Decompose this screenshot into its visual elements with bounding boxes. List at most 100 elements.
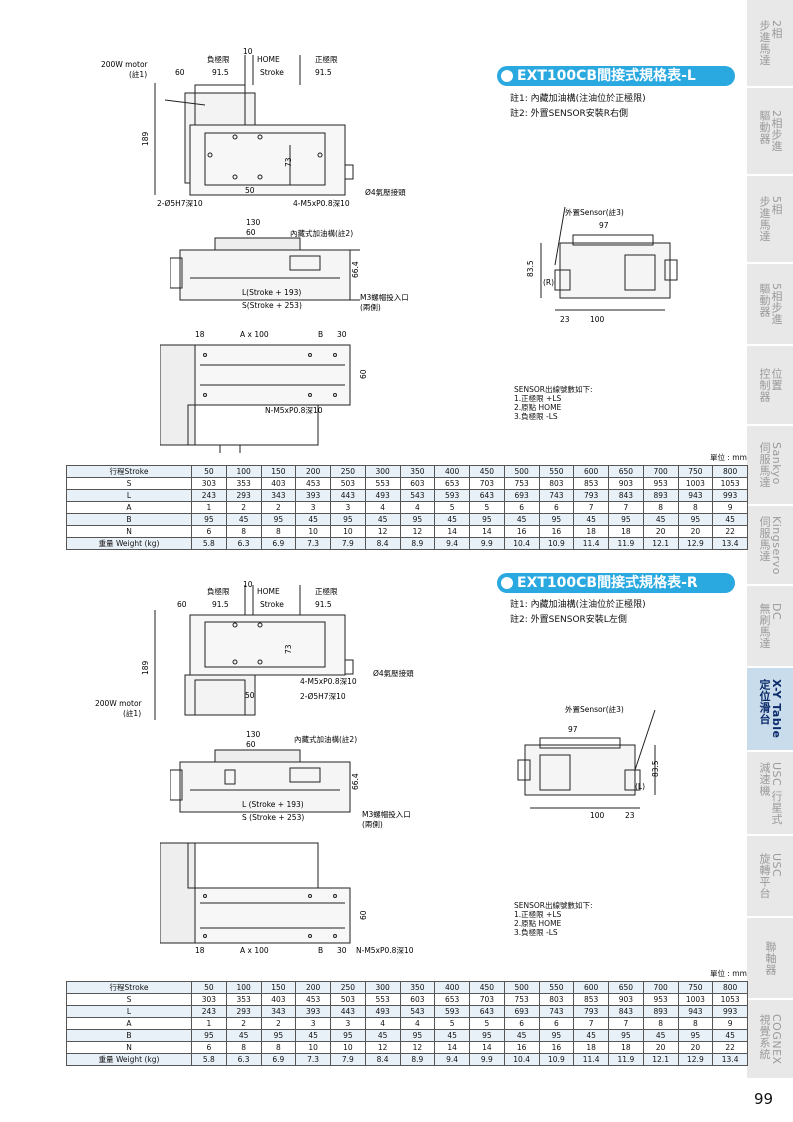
lbl-r: (L) [635, 782, 645, 791]
table-cell: 943 [677, 1005, 714, 1018]
lbl-r: (R) [543, 278, 554, 287]
row-label: S [66, 477, 192, 490]
bottom-view-drawing-r: 18 A x 100 B 30 60 N-M5xP0.8深10 [160, 842, 414, 955]
table-cell: 8 [642, 1017, 679, 1030]
lbl-130: 130 [246, 218, 261, 227]
table-cell: 45 [712, 513, 748, 526]
section-title-l: EXT100CB間接式規格表-L [497, 66, 735, 86]
table-cell: 9 [712, 1017, 748, 1030]
table-cell: 3 [295, 501, 331, 514]
table-cell: 95 [469, 1029, 505, 1042]
side-tab-item[interactable]: Sankyo 伺服馬達 [747, 426, 793, 506]
lbl-neg-limit: 負極限 [207, 54, 230, 64]
table-cell: 12 [399, 525, 436, 538]
row-label: S [66, 993, 192, 1006]
table-cell: 12.9 [677, 537, 714, 550]
table-cell: 993 [712, 489, 748, 502]
lbl-motor-note: (註1) [129, 69, 147, 79]
table-cell: 553 [364, 477, 401, 490]
lbl-b: B [318, 946, 323, 955]
side-tab-item[interactable]: 位置 控制器 [747, 346, 793, 426]
signal-title: SENSOR出線號數如下: [514, 901, 593, 910]
table-cell: 993 [712, 1005, 748, 1018]
table-cell: 45 [225, 513, 262, 526]
lbl-30: 30 [337, 946, 347, 955]
table-cell: 243 [191, 489, 227, 502]
side-tab-item[interactable]: USC 旋轉平台 [747, 836, 793, 918]
table-cell: 95 [677, 1029, 714, 1042]
table-cell: 95 [399, 1029, 436, 1042]
table-cell: 5.8 [191, 537, 227, 550]
lbl-pos-limit: 正極限 [315, 586, 338, 596]
lbl-18: 18 [195, 330, 205, 339]
lbl-130: 130 [246, 730, 261, 739]
table-cell: 743 [538, 1005, 575, 1018]
side-tab-item[interactable]: 5相 步進馬達 [747, 176, 793, 264]
top-view-drawing-l: 負極限 10 HOME 正極限 60 91.5 Stroke 91.5 200W… [101, 47, 406, 208]
table-cell: 8 [677, 1017, 714, 1030]
table-cell: 500 [503, 981, 540, 994]
table-cell: 293 [225, 489, 262, 502]
table-cell: 500 [503, 465, 540, 478]
table-cell: 150 [260, 465, 297, 478]
lbl-home: HOME [257, 587, 280, 596]
side-tab-label: Kingservo 伺服馬達 [758, 515, 783, 575]
table-cell: 393 [295, 489, 331, 502]
side-tab-label: COGNEX 視覺系統 [758, 1013, 783, 1065]
table-cell: 350 [399, 981, 436, 994]
table-cell: 943 [677, 489, 714, 502]
side-tab-item[interactable]: 2相 步進馬達 [747, 0, 793, 88]
table-cell: 7 [573, 1017, 609, 1030]
table-cell: 300 [364, 981, 401, 994]
table-cell: 353 [225, 993, 262, 1006]
lbl-motor: 200W motor [101, 60, 149, 69]
side-tab-item[interactable]: X-Y Table 定位滑台 [747, 668, 793, 752]
lbl-60: 60 [246, 740, 256, 749]
table-cell: 5 [469, 1017, 505, 1030]
table-cell: 703 [469, 993, 505, 1006]
table-cell: 5 [469, 501, 505, 514]
table-cell: 700 [642, 465, 679, 478]
row-label: L [66, 1005, 192, 1018]
table-cell: 10.9 [538, 537, 575, 550]
table-cell: 653 [434, 477, 470, 490]
lbl-73: 73 [284, 157, 293, 167]
table-cell: 12.9 [677, 1053, 714, 1066]
lbl-ax100: A x 100 [240, 946, 269, 955]
table-cell: 45 [712, 1029, 748, 1042]
side-tab-item[interactable]: Kingservo 伺服馬達 [747, 506, 793, 586]
side-tab-item[interactable]: COGNEX 視覺系統 [747, 1000, 793, 1080]
table-cell: 12 [364, 525, 401, 538]
table-cell: 503 [330, 477, 366, 490]
table-cell: 6 [538, 1017, 575, 1030]
table-cell: 95 [191, 1029, 227, 1042]
side-view-drawing-l: 130 60 內藏式加油構(註2) 66.4 L(Stroke + 193) S… [170, 218, 409, 312]
table-cell: 7.9 [330, 1053, 366, 1066]
row-label: A [66, 1017, 192, 1030]
side-tab-item[interactable]: 聯軸器 [747, 918, 793, 1000]
side-tab-item[interactable]: 2相步進 驅動器 [747, 88, 793, 176]
table-cell: 100 [225, 465, 262, 478]
table-cell: 10 [330, 1041, 366, 1054]
row-label: B [66, 513, 192, 526]
side-view-drawing-r: 130 60 內藏式加油構(註2) 66.4 L (Stroke + 193) … [170, 730, 411, 829]
side-tab-item[interactable]: DC 無刷馬達 [747, 586, 793, 668]
table-cell: 10 [295, 525, 331, 538]
table-cell: 903 [608, 993, 644, 1006]
table-cell: 9.4 [434, 1053, 470, 1066]
side-tab-item[interactable]: USC 行星式 減速機 [747, 752, 793, 836]
table-cell: 95 [191, 513, 227, 526]
table-cell: 7.3 [295, 1053, 331, 1066]
table-cell: 7 [608, 1017, 644, 1030]
table-cell: 45 [295, 513, 331, 526]
sensor-drawing-l: 外置Sensor(註3) 97 83.5 (R) 23 100 [526, 206, 678, 324]
page-number: 99 [754, 1090, 774, 1108]
side-tab-item[interactable]: 5相步進 驅動器 [747, 264, 793, 346]
table-cell: 800 [712, 981, 748, 994]
table-cell: 95 [608, 1029, 644, 1042]
